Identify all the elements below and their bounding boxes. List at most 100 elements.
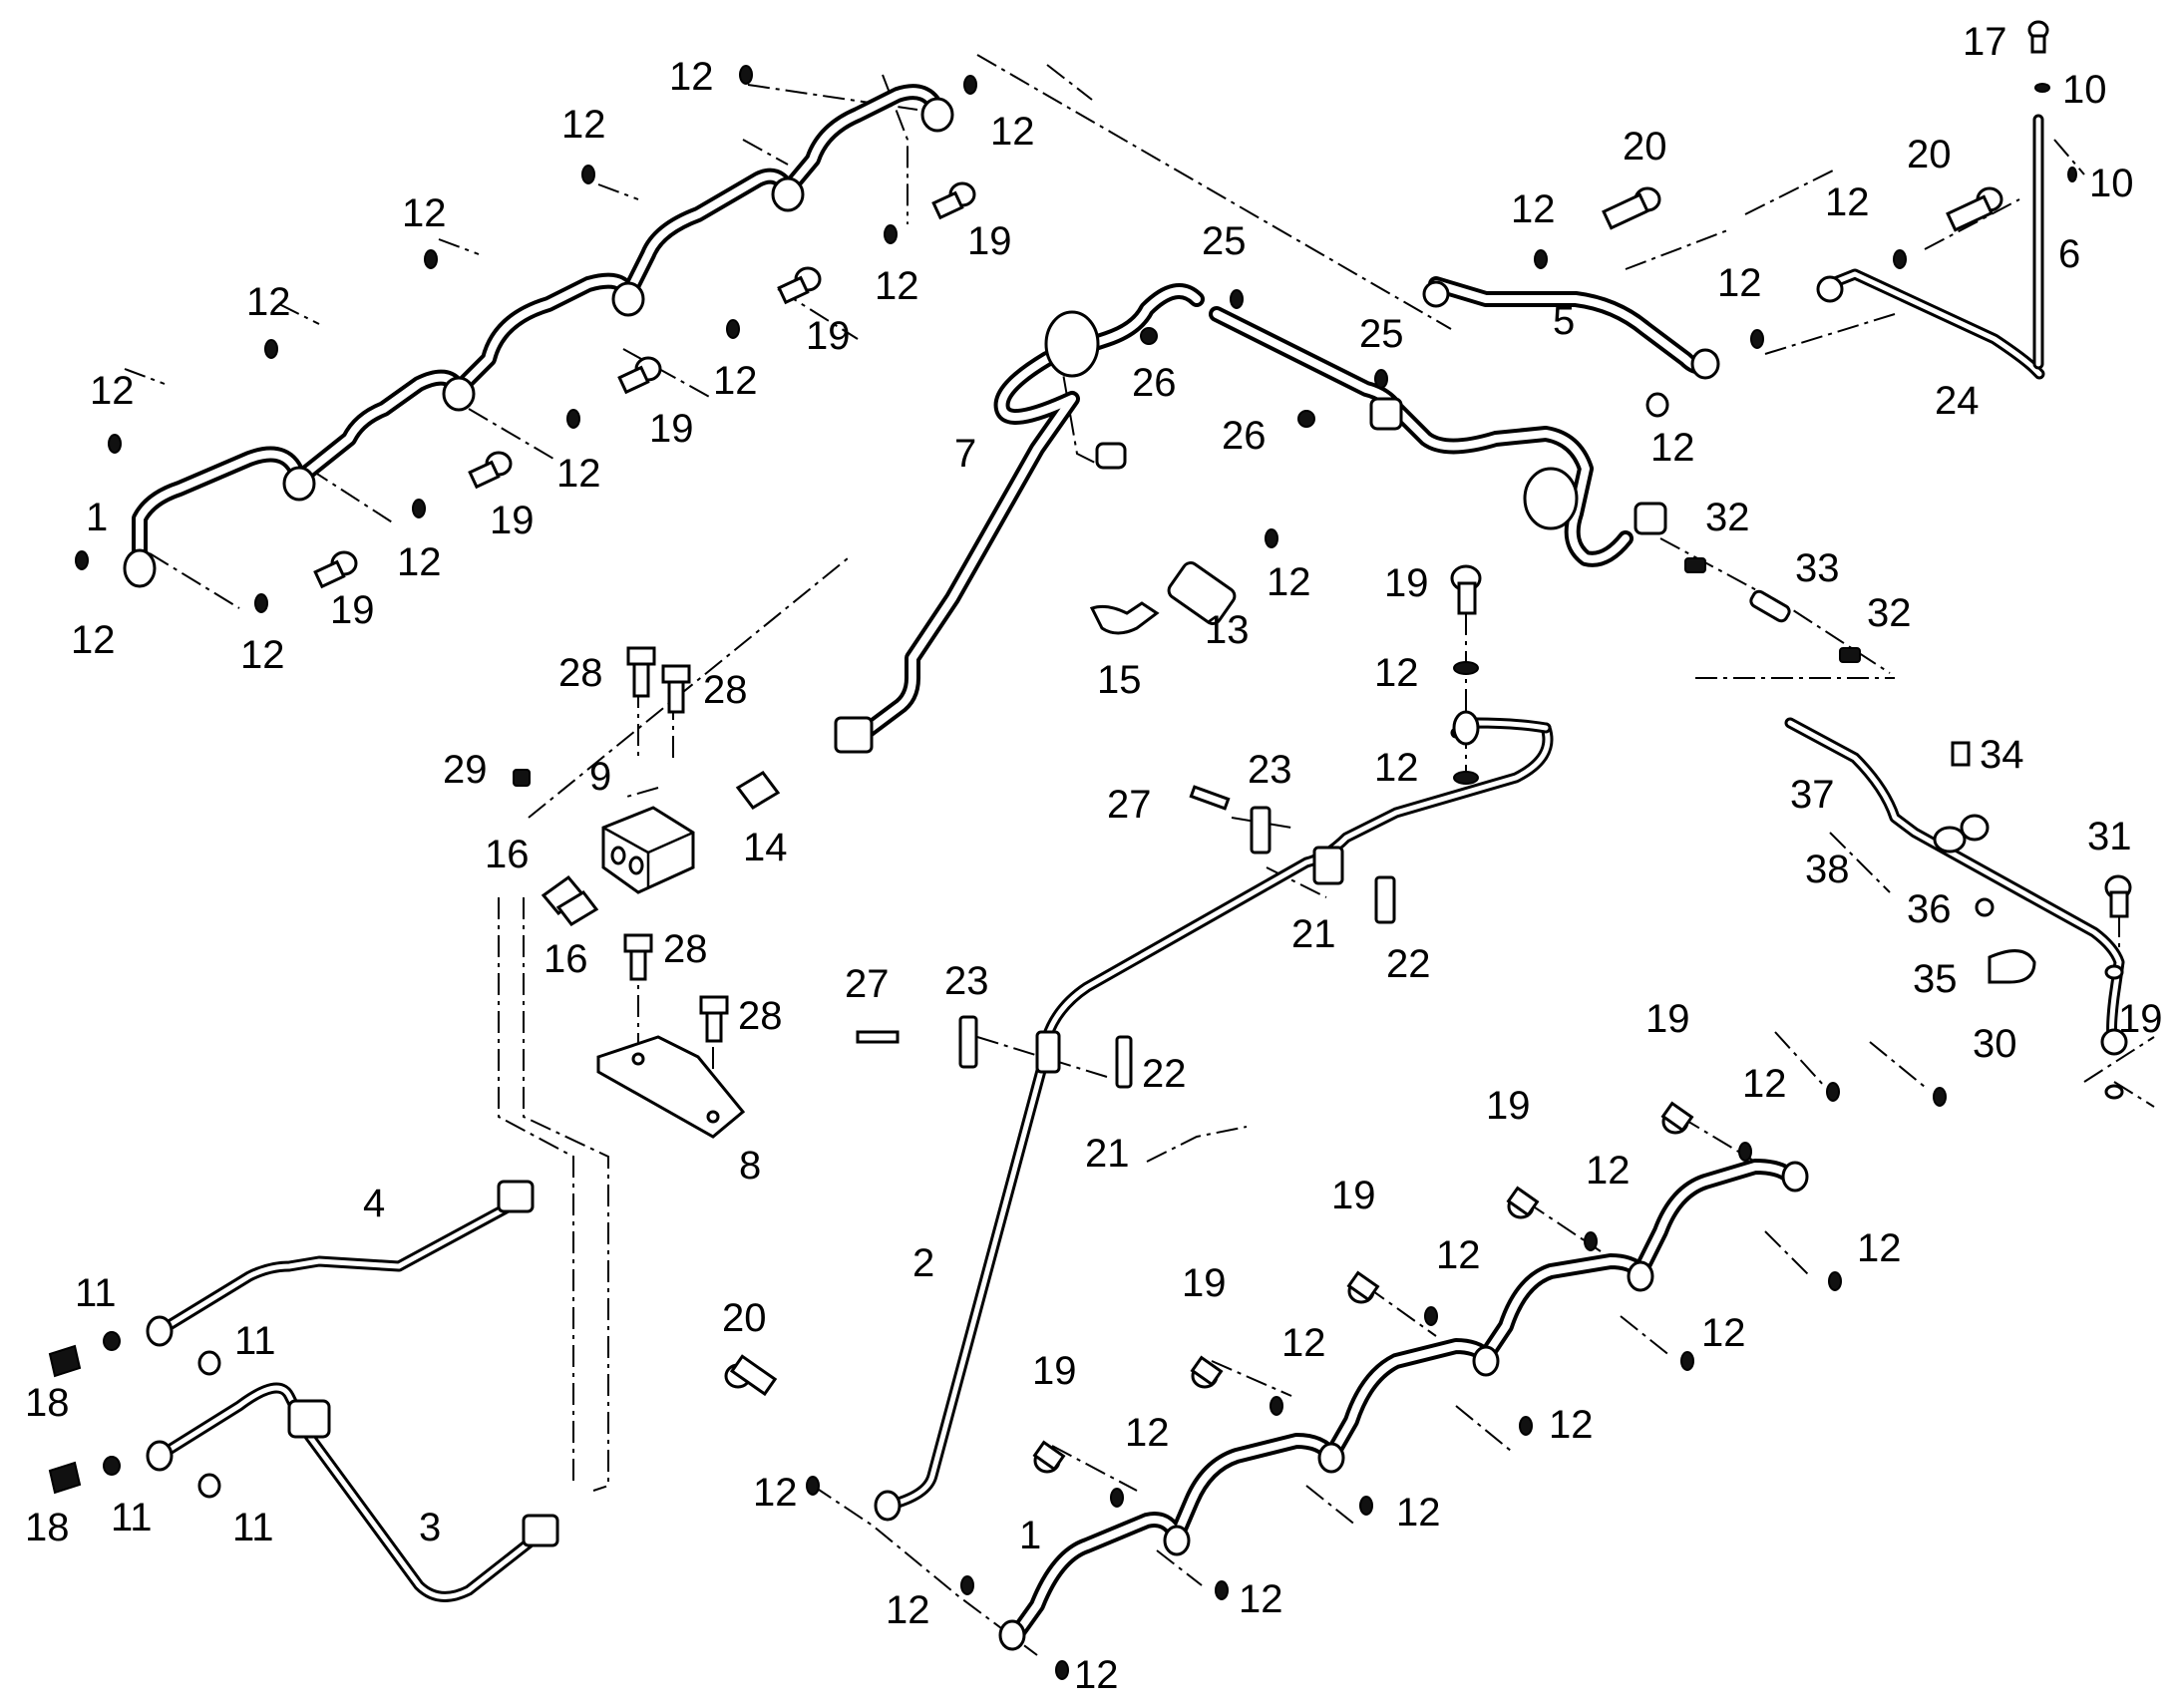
banjo-fitting — [282, 466, 316, 502]
callout-10: 10 — [2062, 68, 2107, 112]
callout-26: 26 — [1132, 361, 1177, 405]
callout-12: 12 — [875, 264, 919, 308]
union-nut — [522, 1514, 559, 1547]
callout-labels: 1 1 2 3 4 5 6 7 8 9 10 10 11 11 11 11 12… — [25, 20, 2163, 1697]
callout-12: 12 — [402, 191, 447, 235]
callout-19: 19 — [1645, 997, 1690, 1041]
callout-12: 12 — [753, 1471, 798, 1515]
banjo-fitting — [1781, 1161, 1809, 1193]
callout-12: 12 — [1742, 1062, 1787, 1106]
sealing-washers — [75, 65, 2124, 1680]
callout-23: 23 — [1248, 748, 1292, 792]
callout-7: 7 — [954, 432, 976, 476]
callout-36: 36 — [1907, 887, 1952, 931]
callout-12: 12 — [1586, 1149, 1631, 1193]
callout-11: 11 — [111, 1496, 153, 1539]
callout-12: 12 — [90, 369, 135, 413]
callout-19: 19 — [967, 219, 1012, 263]
bolt-head — [626, 646, 656, 666]
union-nut — [287, 1399, 331, 1439]
callout-20: 20 — [1907, 133, 1952, 176]
callout-12: 12 — [397, 540, 442, 584]
callout-21: 21 — [1291, 912, 1336, 956]
banjo-fitting — [442, 376, 476, 412]
callout-19: 19 — [490, 499, 535, 542]
callout-28: 28 — [703, 668, 748, 712]
callout-11: 11 — [75, 1271, 117, 1315]
banjo-bolt — [1660, 1101, 1694, 1135]
banjo-fitting — [1422, 280, 1450, 308]
banjo-fitting — [1472, 1345, 1500, 1377]
callout-12: 12 — [1074, 1653, 1119, 1697]
callout-12: 12 — [1239, 1577, 1283, 1621]
callout-19: 19 — [1486, 1084, 1531, 1128]
banjo-bolt — [617, 356, 662, 395]
bolt-head — [699, 995, 729, 1015]
callout-11: 11 — [234, 1319, 276, 1363]
callout-12: 12 — [1374, 746, 1419, 790]
bolt-head — [623, 933, 653, 953]
callout-38: 38 — [1805, 848, 1850, 891]
banjo-fitting — [920, 97, 954, 133]
callout-12: 12 — [246, 280, 291, 324]
callout-2: 2 — [912, 1241, 934, 1285]
bolt — [1951, 741, 1971, 767]
callout-10: 10 — [2089, 162, 2134, 205]
callout-12: 12 — [1857, 1226, 1902, 1270]
banjo-bolt — [2104, 874, 2132, 918]
callout-3: 3 — [419, 1506, 441, 1549]
callout-20: 20 — [1623, 125, 1667, 169]
clip — [1839, 647, 1861, 663]
banjo-fitting — [1044, 310, 1100, 378]
bolt — [856, 1030, 900, 1044]
callout-14: 14 — [743, 826, 788, 869]
nut — [1975, 897, 1995, 917]
fitting — [48, 1461, 82, 1495]
callout-19: 19 — [330, 588, 375, 632]
port — [628, 855, 644, 875]
banjo-bolt — [1346, 1270, 1380, 1304]
connector — [1749, 589, 1791, 623]
callout-12: 12 — [1281, 1321, 1326, 1365]
union-nut — [834, 716, 874, 754]
callout-12: 12 — [1825, 180, 1870, 224]
callout-12: 12 — [990, 110, 1035, 154]
callout-12: 12 — [561, 103, 606, 147]
callout-23: 23 — [944, 959, 989, 1003]
clamp-block — [1035, 1030, 1061, 1074]
clamp-plate — [1250, 806, 1272, 854]
callout-1: 1 — [86, 496, 108, 539]
callout-5: 5 — [1553, 299, 1575, 343]
banjo-bolt — [1946, 186, 2003, 232]
clamp-block — [1312, 846, 1344, 885]
callout-12: 12 — [71, 618, 116, 662]
banjo-fitting — [611, 281, 645, 317]
junction-block — [601, 806, 695, 894]
callout-16: 16 — [485, 833, 530, 876]
fitting — [735, 771, 781, 810]
callout-4: 4 — [363, 1182, 385, 1225]
callout-11: 11 — [232, 1506, 274, 1549]
callout-16: 16 — [544, 937, 588, 981]
union-nut — [497, 1180, 535, 1213]
callout-12: 12 — [1549, 1403, 1594, 1447]
banjo-bolt — [1450, 564, 1482, 615]
callout-12: 12 — [713, 359, 758, 403]
callout-19: 19 — [1032, 1349, 1077, 1393]
banjo-fitting — [123, 548, 157, 588]
elbow-fitting — [1089, 601, 1160, 635]
callout-32: 32 — [1867, 591, 1912, 635]
callout-12: 12 — [1267, 560, 1311, 604]
callout-37: 37 — [1790, 773, 1835, 817]
banjo-fitting — [1816, 275, 1844, 303]
callout-8: 8 — [739, 1144, 761, 1188]
callout-28: 28 — [663, 927, 708, 971]
callout-24: 24 — [1935, 379, 1980, 423]
callout-12: 12 — [669, 55, 714, 99]
inline-filter — [1167, 561, 1237, 625]
callout-30: 30 — [1973, 1022, 2017, 1066]
callout-15: 15 — [1097, 658, 1142, 702]
callout-25: 25 — [1359, 312, 1404, 356]
banjo-bolt — [468, 451, 513, 490]
